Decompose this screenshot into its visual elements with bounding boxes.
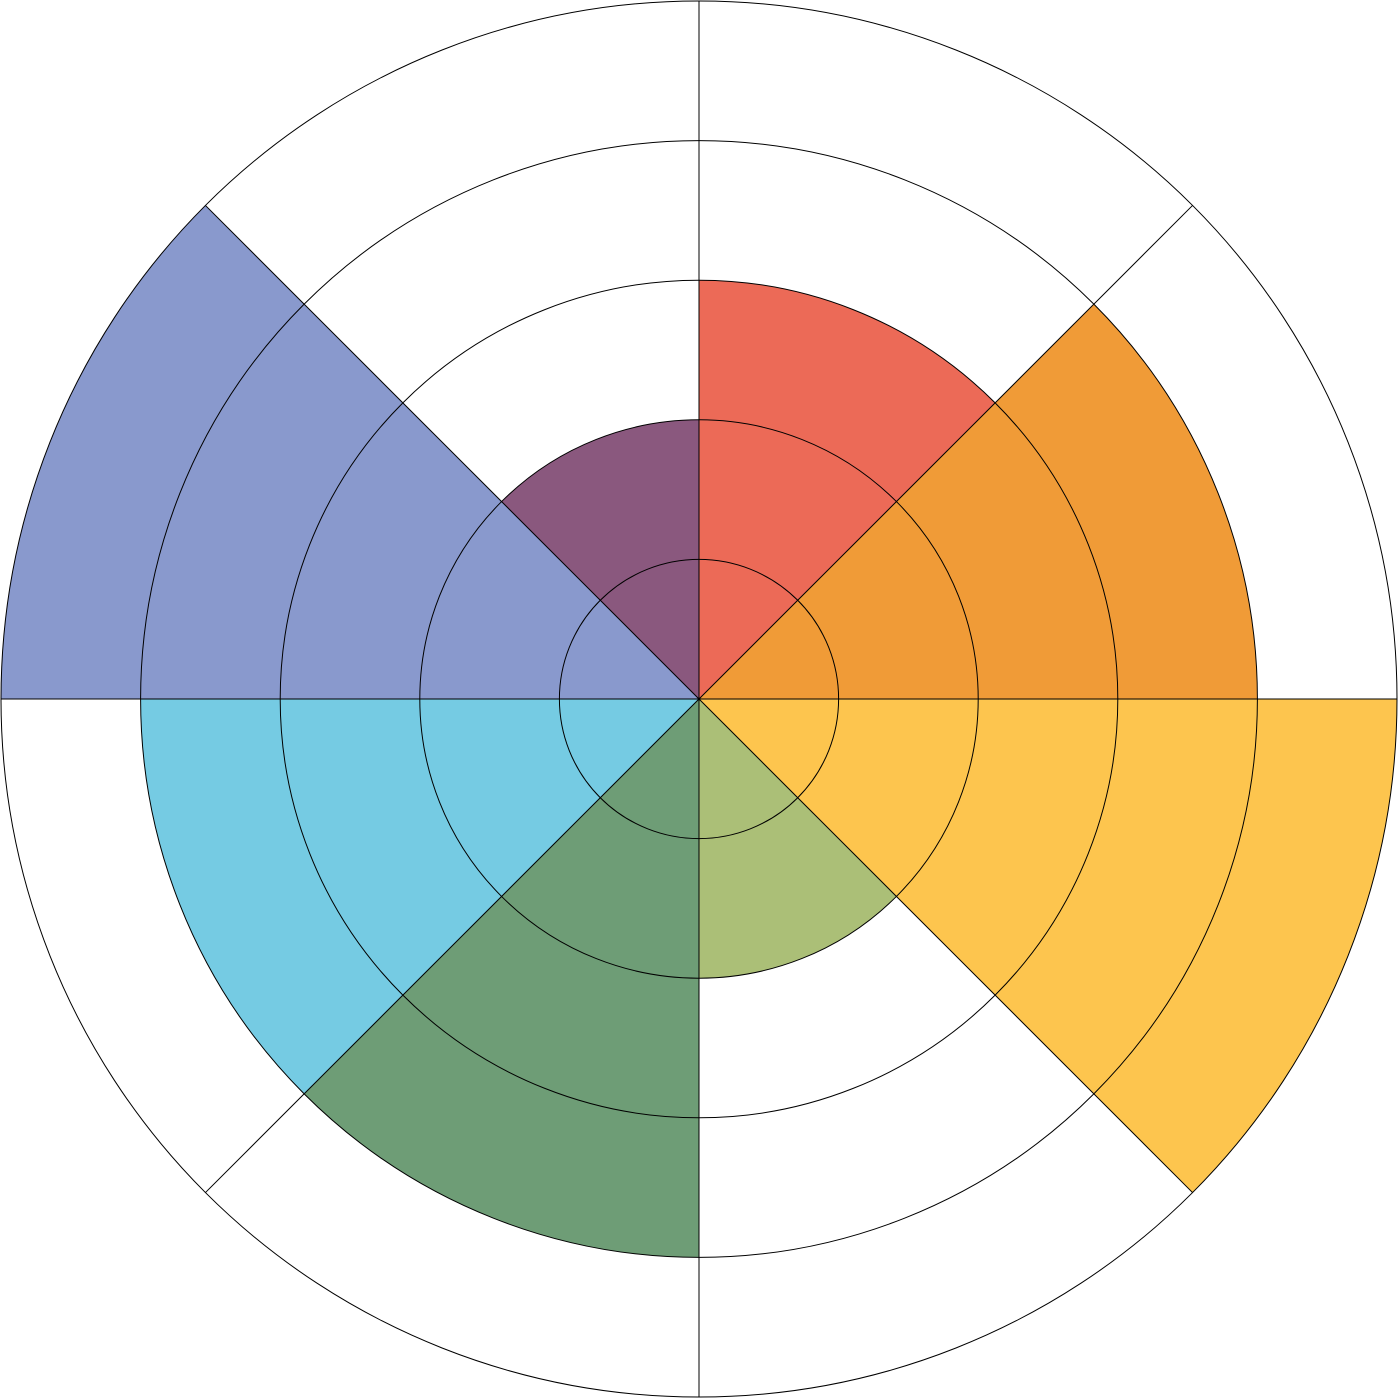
grid-spoke [205,698,700,1193]
sector-5 [304,699,699,1258]
sector-6 [140,699,700,1094]
sector-1 [699,280,996,699]
sector-2 [699,304,1258,699]
grid-spoke [698,698,1193,1193]
sector-8 [501,419,699,699]
sector-3 [699,699,1397,1193]
grid-spoke [698,205,1193,700]
sector-7 [1,205,699,700]
sectors [1,205,1397,1258]
sector-4 [699,699,897,979]
grid-spoke [205,205,700,700]
